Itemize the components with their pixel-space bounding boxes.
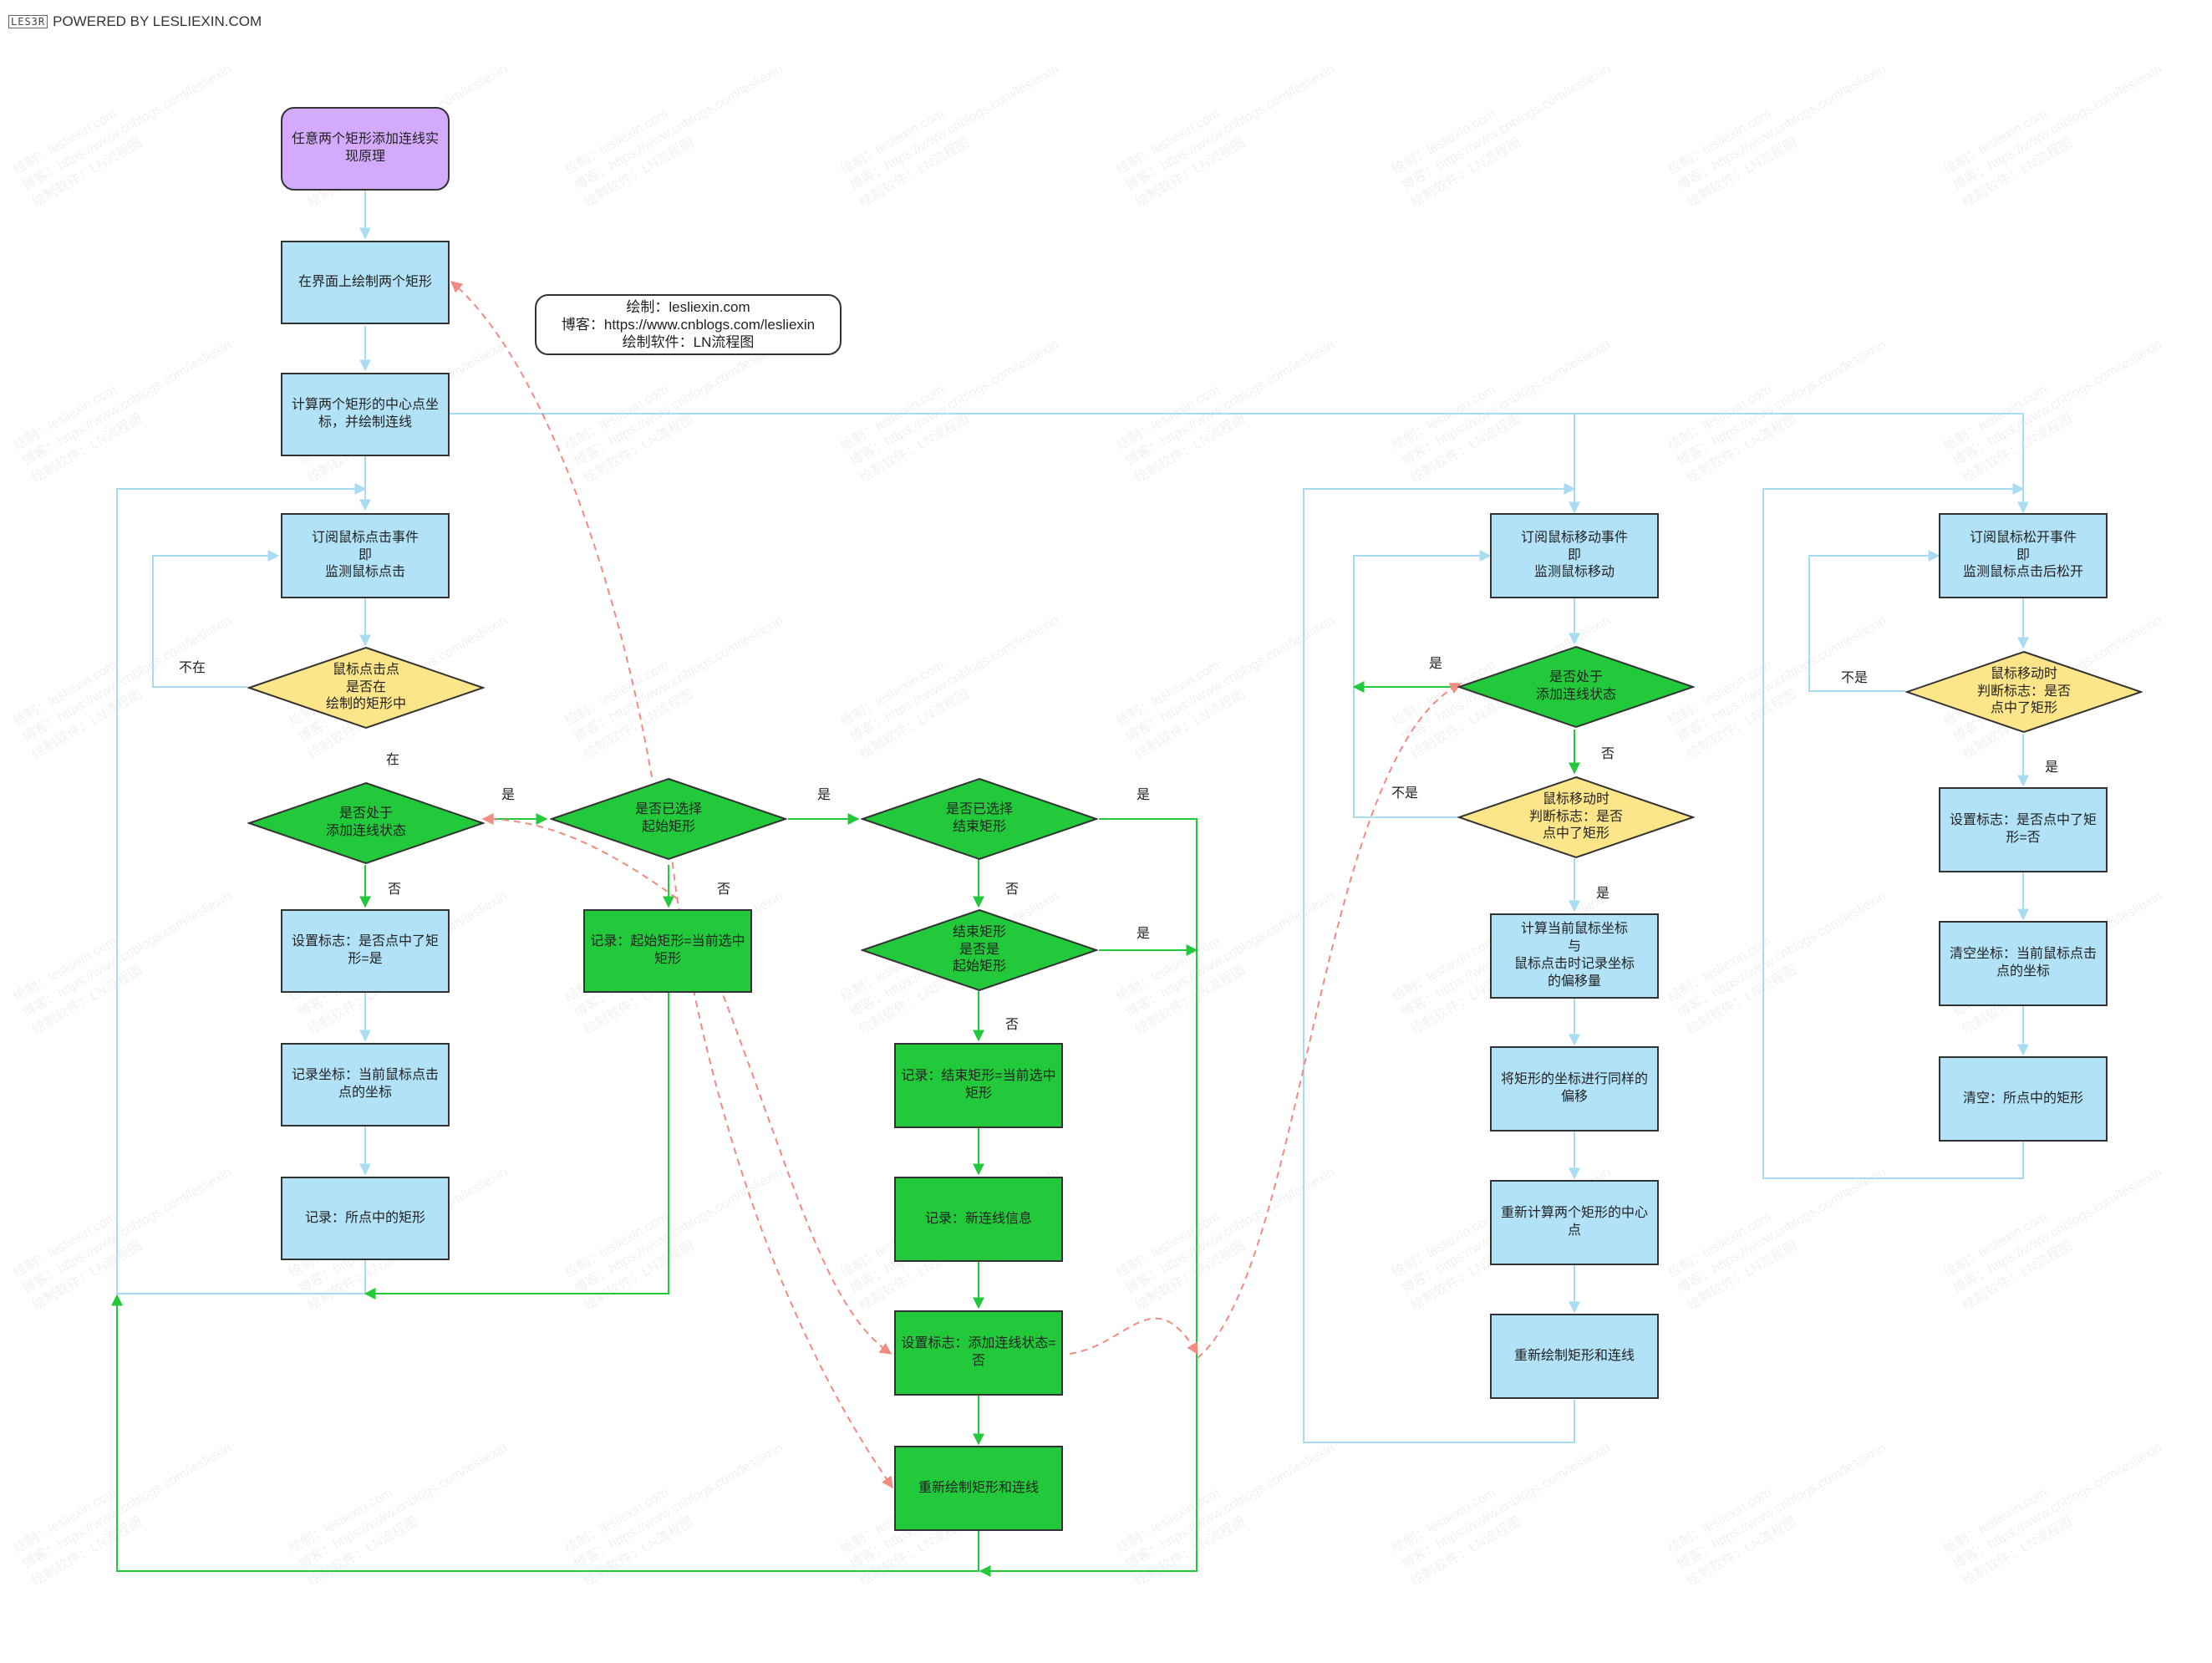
subscribe-move-box[interactable]: 订阅鼠标移动事件 即 监测鼠标移动 <box>1490 513 1659 598</box>
edge-label-no-5: 否 <box>1601 747 1615 761</box>
start-node[interactable]: 任意两个矩形添加连线实现原理 <box>281 107 450 191</box>
start-selected-decision[interactable]: 是否已选择 起始矩形 <box>550 777 787 861</box>
offset-rect-box[interactable]: 将矩形的坐标进行同样的偏移 <box>1490 1046 1659 1132</box>
end-is-start-decision[interactable]: 结束矩形 是否是 起始矩形 <box>861 908 1098 992</box>
info-note-blog: 博客：https://www.cnblogs.com/lesliexin <box>561 316 816 333</box>
release-selected-text: 鼠标移动时 判断标志：是否 点中了矩形 <box>1976 666 2071 716</box>
edge-label-yes-2: 是 <box>817 788 831 802</box>
click-in-rect-text: 鼠标点击点 是否在 绘制的矩形中 <box>325 662 406 712</box>
clear-coord-box[interactable]: 清空坐标：当前鼠标点击点的坐标 <box>1939 921 2108 1006</box>
record-end-rect-box[interactable]: 记录：结束矩形=当前选中矩形 <box>894 1043 1063 1128</box>
header: LES3R POWERED BY LESLIEXIN.COM <box>8 13 262 30</box>
edge-label-in: 在 <box>386 753 400 767</box>
subscribe-click-box[interactable]: 订阅鼠标点击事件 即 监测鼠标点击 <box>281 513 450 598</box>
edge-label-yes-6: 是 <box>1596 887 1610 901</box>
calc-offset-box[interactable]: 计算当前鼠标坐标 与 鼠标点击时记录坐标 的偏移量 <box>1490 913 1659 999</box>
add-line-state-text: 是否处于 添加连线状态 <box>325 806 406 838</box>
info-note-software: 绘制软件：LN流程图 <box>622 334 755 351</box>
move-add-state-text: 是否处于 添加连线状态 <box>1535 670 1616 702</box>
recalc-centers-box[interactable]: 重新计算两个矩形的中心点 <box>1490 1180 1659 1265</box>
set-add-line-no-box[interactable]: 设置标志：添加连线状态=否 <box>894 1310 1063 1396</box>
blue-connectors <box>116 191 2029 1443</box>
edge-label-no-2: 否 <box>717 882 731 897</box>
draw-two-rects-box[interactable]: 在界面上绘制两个矩形 <box>281 241 450 324</box>
powered-by-text: POWERED BY LESLIEXIN.COM <box>53 13 262 29</box>
info-note: 绘制：lesliexin.com 博客：https://www.cnblogs.… <box>535 294 842 355</box>
edge-label-no-3: 否 <box>1005 882 1020 897</box>
logo: LES3R <box>8 15 48 28</box>
record-new-line-box[interactable]: 记录：新连线信息 <box>894 1177 1063 1262</box>
start-selected-text: 是否已选择 起始矩形 <box>634 802 702 834</box>
clear-rect-box[interactable]: 清空：所点中的矩形 <box>1939 1056 2108 1142</box>
move-selected-text: 鼠标移动时 判断标志：是否 点中了矩形 <box>1528 791 1623 842</box>
subscribe-release-box[interactable]: 订阅鼠标松开事件 即 监测鼠标点击后松开 <box>1939 513 2108 598</box>
edge-label-not-2: 不是 <box>1841 671 1869 685</box>
edge-label-yes-7: 是 <box>2045 760 2059 775</box>
set-flag-selected-yes-box[interactable]: 设置标志：是否点中了矩形=是 <box>281 909 450 993</box>
end-selected-text: 是否已选择 结束矩形 <box>945 802 1013 834</box>
red-dashed-connectors <box>450 281 1462 1489</box>
add-line-state-decision[interactable]: 是否处于 添加连线状态 <box>247 781 485 865</box>
edge-label-yes-3: 是 <box>1137 788 1151 802</box>
edge-label-not-in: 不在 <box>179 661 206 675</box>
end-is-start-text: 结束矩形 是否是 起始矩形 <box>952 924 1006 974</box>
edge-label-no-1: 否 <box>388 882 402 897</box>
record-click-coord-box[interactable]: 记录坐标：当前鼠标点击点的坐标 <box>281 1043 450 1126</box>
edge-label-no-4: 否 <box>1005 1018 1020 1032</box>
record-start-rect-box[interactable]: 记录：起始矩形=当前选中矩形 <box>583 909 752 993</box>
move-add-state-decision[interactable]: 是否处于 添加连线状态 <box>1457 645 1695 729</box>
edge-label-yes-4: 是 <box>1137 927 1151 941</box>
edge-label-yes-1: 是 <box>501 788 516 802</box>
release-selected-decision[interactable]: 鼠标移动时 判断标志：是否 点中了矩形 <box>1905 650 2143 734</box>
redraw-mid-box[interactable]: 重新绘制矩形和连线 <box>1490 1314 1659 1399</box>
end-selected-decision[interactable]: 是否已选择 结束矩形 <box>861 777 1098 861</box>
set-flag-no-box[interactable]: 设置标志：是否点中了矩形=否 <box>1939 787 2108 872</box>
edge-label-not-1: 不是 <box>1391 786 1419 801</box>
calc-centers-box[interactable]: 计算两个矩形的中心点坐标，并绘制连线 <box>281 373 450 456</box>
click-in-rect-decision[interactable]: 鼠标点击点 是否在 绘制的矩形中 <box>247 646 485 730</box>
edge-label-yes-5: 是 <box>1429 657 1443 671</box>
redraw-left-box[interactable]: 重新绘制矩形和连线 <box>894 1446 1063 1531</box>
record-selected-rect-box[interactable]: 记录：所点中的矩形 <box>281 1177 450 1260</box>
info-note-author: 绘制：lesliexin.com <box>626 298 750 315</box>
move-selected-decision[interactable]: 鼠标移动时 判断标志：是否 点中了矩形 <box>1457 776 1695 859</box>
green-connectors <box>111 681 1580 1577</box>
